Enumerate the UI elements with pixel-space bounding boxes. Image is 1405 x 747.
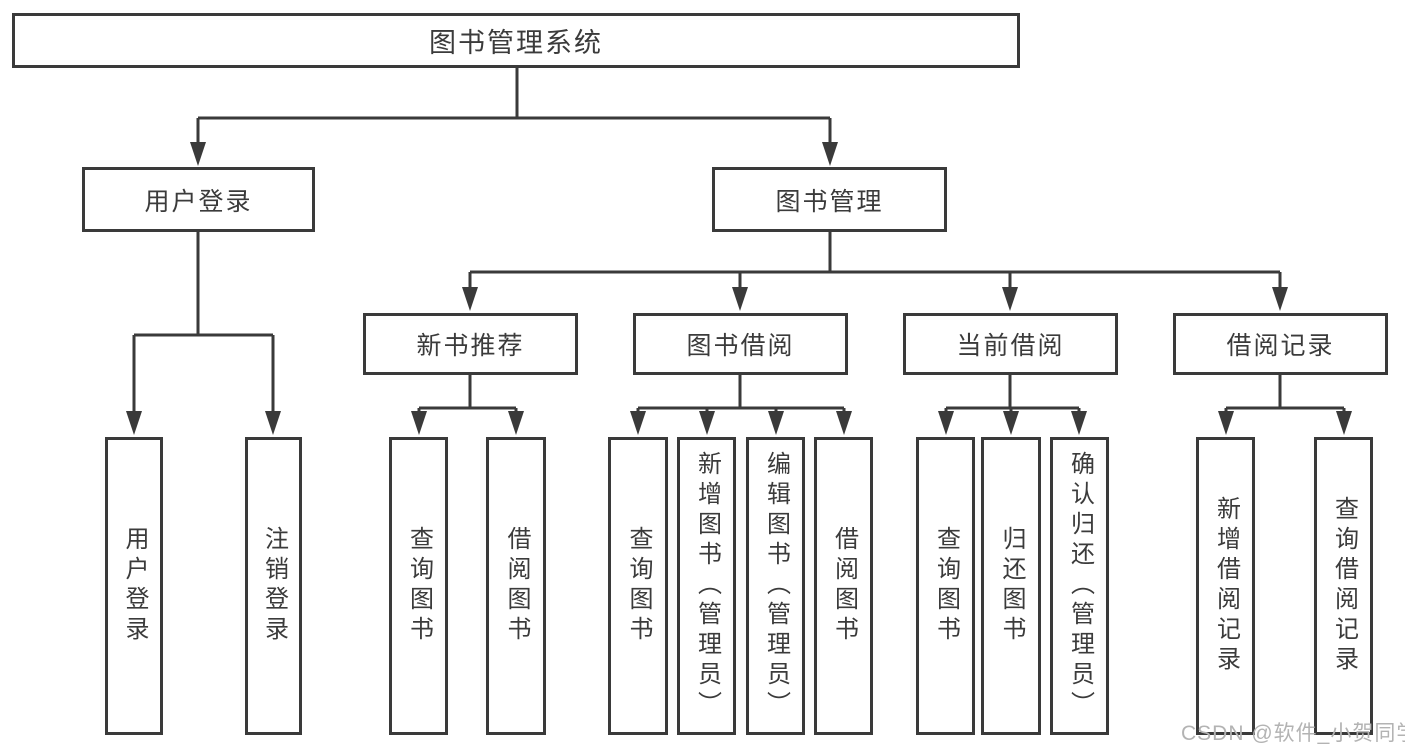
leaf-user-login-label: 用户登录 bbox=[121, 526, 148, 646]
leaf-add-borrow-record: 新增借阅记录 bbox=[1196, 437, 1255, 735]
node-borrowing-records: 借阅记录 bbox=[1173, 313, 1388, 375]
node-borrowing-records-label: 借阅记录 bbox=[1226, 332, 1335, 360]
node-current-borrowing-label: 当前借阅 bbox=[956, 332, 1065, 360]
node-new-book-recommend-label: 新书推荐 bbox=[416, 332, 525, 360]
leaf-query-books-current: 查询图书 bbox=[916, 437, 975, 735]
leaf-borrow-books-borrowing: 借阅图书 bbox=[814, 437, 873, 735]
leaf-return-books: 归还图书 bbox=[981, 437, 1041, 735]
node-current-borrowing: 当前借阅 bbox=[903, 313, 1118, 375]
node-library-system: 图书管理系统 bbox=[12, 13, 1020, 68]
node-book-borrowing: 图书借阅 bbox=[633, 313, 848, 375]
node-book-management-label: 图书管理 bbox=[775, 187, 884, 216]
node-user-login-label: 用户登录 bbox=[144, 187, 253, 216]
leaf-edit-books-admin-label: 编辑图书（管理员） bbox=[762, 451, 790, 721]
watermark: CSDN @软件_小贺同学 bbox=[1181, 722, 1405, 745]
leaf-add-borrow-record-label: 新增借阅记录 bbox=[1212, 496, 1240, 676]
leaf-logout-login-label: 注销登录 bbox=[260, 526, 288, 646]
leaf-borrow-books-recommend: 借阅图书 bbox=[486, 437, 546, 735]
leaf-edit-books-admin: 编辑图书（管理员） bbox=[746, 437, 805, 735]
leaf-confirm-return-admin: 确认归还（管理员） bbox=[1050, 437, 1109, 735]
leaf-query-books-borrowing-label: 查询图书 bbox=[625, 526, 652, 646]
leaf-query-books-current-label: 查询图书 bbox=[932, 526, 960, 646]
leaf-query-books-recommend-label: 查询图书 bbox=[405, 526, 433, 646]
leaf-query-borrow-record-label: 查询借阅记录 bbox=[1330, 496, 1358, 676]
node-book-borrowing-label: 图书借阅 bbox=[686, 332, 795, 360]
leaf-add-books-admin: 新增图书（管理员） bbox=[677, 437, 736, 735]
leaf-query-borrow-record: 查询借阅记录 bbox=[1314, 437, 1373, 735]
leaf-borrow-books-borrowing-label: 借阅图书 bbox=[830, 526, 858, 646]
node-book-management: 图书管理 bbox=[712, 167, 947, 232]
leaf-add-books-admin-label: 新增图书（管理员） bbox=[693, 451, 721, 721]
leaf-query-books-recommend: 查询图书 bbox=[389, 437, 448, 735]
leaf-borrow-books-recommend-label: 借阅图书 bbox=[503, 526, 530, 646]
leaf-user-login: 用户登录 bbox=[105, 437, 163, 735]
node-user-login: 用户登录 bbox=[82, 167, 315, 232]
leaf-confirm-return-admin-label: 确认归还（管理员） bbox=[1066, 451, 1094, 721]
node-library-system-label: 图书管理系统 bbox=[429, 28, 603, 58]
node-new-book-recommend: 新书推荐 bbox=[363, 313, 578, 375]
leaf-query-books-borrowing: 查询图书 bbox=[608, 437, 668, 735]
leaf-logout-login: 注销登录 bbox=[245, 437, 302, 735]
leaf-return-books-label: 归还图书 bbox=[998, 526, 1025, 646]
